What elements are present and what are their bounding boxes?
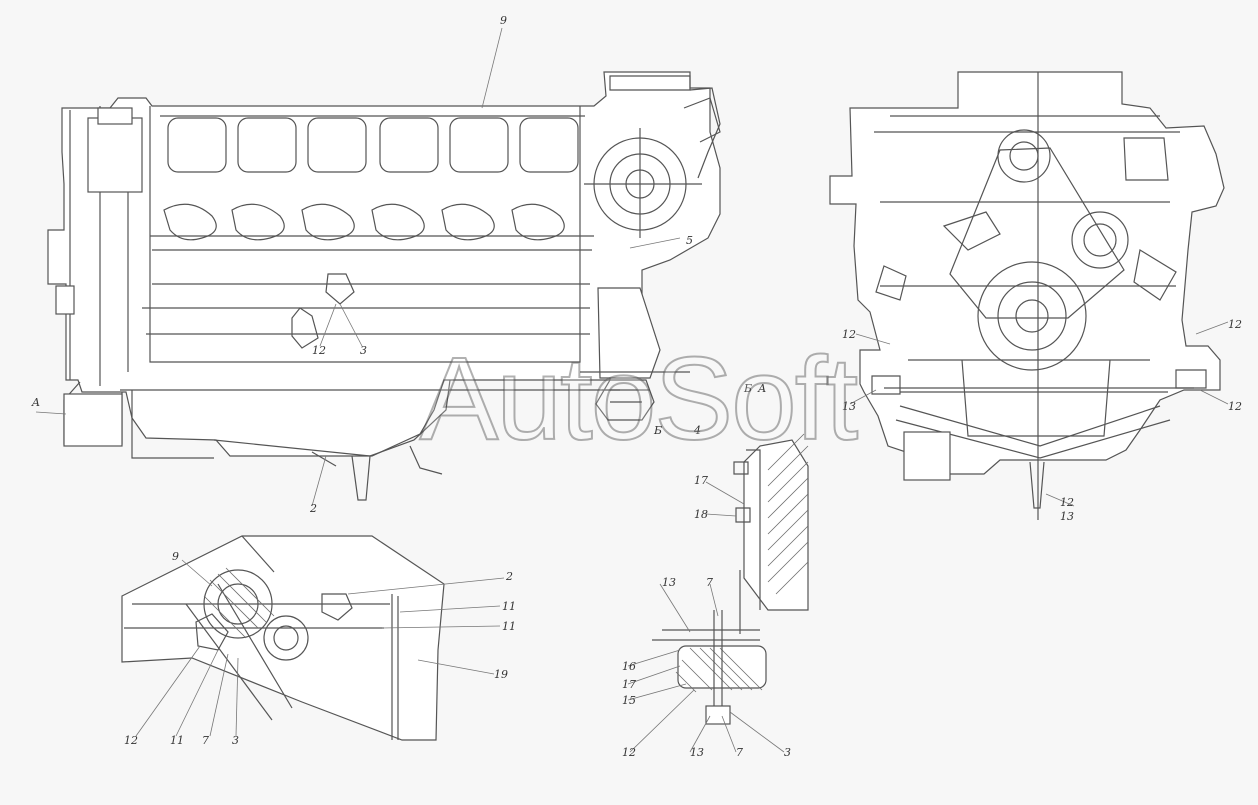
label-d2-e: 13	[690, 746, 704, 759]
label-d1-bottom-b: 11	[170, 734, 184, 747]
label-section-a-right: А	[757, 382, 766, 395]
front-housing	[584, 75, 721, 238]
label-d2-c: 15	[622, 694, 636, 707]
engine-mount-side	[580, 287, 690, 421]
label-front-bottom-a: 12	[1060, 496, 1074, 509]
label-side-twelve: 12	[312, 344, 326, 357]
label-d2-middle: 13	[662, 576, 676, 589]
detail-right-drawing	[627, 433, 809, 753]
label-d2-top: 17	[694, 474, 708, 487]
detail-left-drawing	[121, 535, 505, 741]
label-d1-bottom-c: 7	[202, 734, 209, 747]
label-side-a-left: A	[31, 396, 40, 409]
label-d2-a: 16	[622, 660, 636, 673]
side-view-engine	[35, 27, 721, 507]
detail-right-leaders	[627, 481, 785, 753]
side-view-details	[291, 273, 443, 501]
label-front-bottom-b: 13	[1060, 510, 1074, 523]
label-side-three: 3	[360, 344, 367, 357]
label-section-c-right: Б	[743, 382, 752, 395]
label-d1-right: 19	[494, 668, 508, 681]
label-d1-bottom-d: 3	[232, 734, 239, 747]
label-d1-mid-b: 11	[502, 620, 516, 633]
label-d1-mid-a: 11	[502, 600, 516, 613]
label-d2-h: 7	[706, 576, 713, 589]
label-d2-d: 12	[622, 746, 636, 759]
cylinder-heads	[167, 117, 579, 173]
label-d2-upper: 18	[694, 508, 708, 521]
label-front-left-lower: 13	[842, 400, 856, 413]
label-d2-g: 3	[784, 746, 791, 759]
side-leaders	[35, 27, 681, 507]
label-d2-b: 17	[622, 678, 636, 691]
label-front-left: 12	[842, 328, 856, 341]
front-view-engine	[829, 71, 1229, 520]
label-front-right-lower: 12	[1228, 400, 1242, 413]
label-d1-bottom-a: 12	[124, 734, 138, 747]
label-front-right: 12	[1228, 318, 1242, 331]
exhaust-manifold	[150, 203, 594, 241]
label-section-four: 4	[693, 424, 701, 437]
label-d2-f: 7	[736, 746, 743, 759]
label-d1-top-right: 2	[505, 570, 513, 583]
label-d1-top-left: 9	[172, 550, 179, 563]
front-leaders	[849, 321, 1229, 507]
drawing-labels: 9 5 12 3 A 2 Б А Б 4 12 13 12 12 12 13 9…	[31, 14, 1242, 759]
label-side-top: 9	[500, 14, 507, 27]
label-side-five: 5	[686, 234, 693, 247]
detail-left-leaders	[135, 559, 505, 737]
label-side-bottom: 2	[309, 502, 317, 515]
label-section-c-left: Б	[653, 424, 662, 437]
